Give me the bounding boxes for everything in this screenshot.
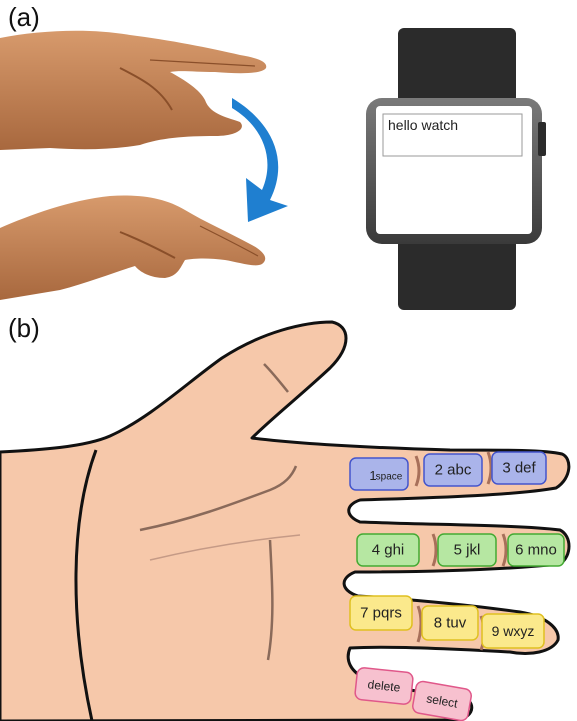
pinch-arrow — [232, 98, 288, 222]
hand-pinch-photo — [0, 195, 266, 300]
key-6-bg — [507, 533, 565, 567]
watch-text-field — [382, 113, 523, 157]
key-select-label: select — [425, 691, 459, 710]
watch-strap-bottom — [398, 232, 516, 310]
key-1-bg — [349, 457, 409, 491]
key-5-label: 5 jkl — [454, 542, 481, 559]
key-select[interactable]: select — [412, 680, 473, 721]
key-4-label: 4 ghi — [372, 542, 405, 559]
key-6-label: 6 mno — [515, 542, 557, 559]
key-7-label: 7 pqrs — [360, 605, 402, 622]
key-delete-label: delete — [367, 677, 401, 694]
key-2-label: 2 abc — [435, 462, 472, 479]
key-3[interactable]: 3 def — [491, 451, 547, 485]
panel-label-b: (b) — [8, 313, 40, 343]
key-4[interactable]: 4 ghi — [356, 533, 420, 567]
key-9-bg — [481, 613, 545, 649]
key-7-bg — [349, 595, 413, 631]
key-delete-bg — [354, 667, 414, 705]
smartwatch: hello watch — [366, 28, 546, 310]
key-1-main: 1 — [369, 468, 376, 483]
key-9[interactable]: 9 wxyz — [481, 613, 545, 649]
key-1[interactable]: 1 space — [349, 457, 409, 491]
key-8-label: 8 tuv — [434, 615, 467, 632]
key-7[interactable]: 7 pqrs — [349, 595, 413, 631]
key-5[interactable]: 5 jkl — [437, 533, 497, 567]
key-8[interactable]: 8 tuv — [421, 605, 479, 641]
watch-input-text: hello watch — [388, 117, 458, 133]
key-2[interactable]: 2 abc — [423, 453, 483, 487]
hand-illustration — [0, 320, 571, 721]
key-delete[interactable]: delete — [354, 667, 414, 705]
key-1-sub: space — [376, 472, 403, 483]
key-5-bg — [437, 533, 497, 567]
key-select-bg — [412, 680, 472, 721]
key-6[interactable]: 6 mno — [507, 533, 565, 567]
key-8-bg — [421, 605, 479, 641]
watch-strap-top — [398, 28, 516, 110]
watch-crown — [538, 122, 546, 156]
key-9-label: 9 wxyz — [492, 623, 535, 639]
key-3-label: 3 def — [502, 460, 536, 477]
key-4-bg — [356, 533, 420, 567]
key-3-bg — [491, 451, 547, 485]
key-2-bg — [423, 453, 483, 487]
panel-label-a: (a) — [8, 2, 40, 32]
hand-open-photo — [0, 30, 267, 150]
